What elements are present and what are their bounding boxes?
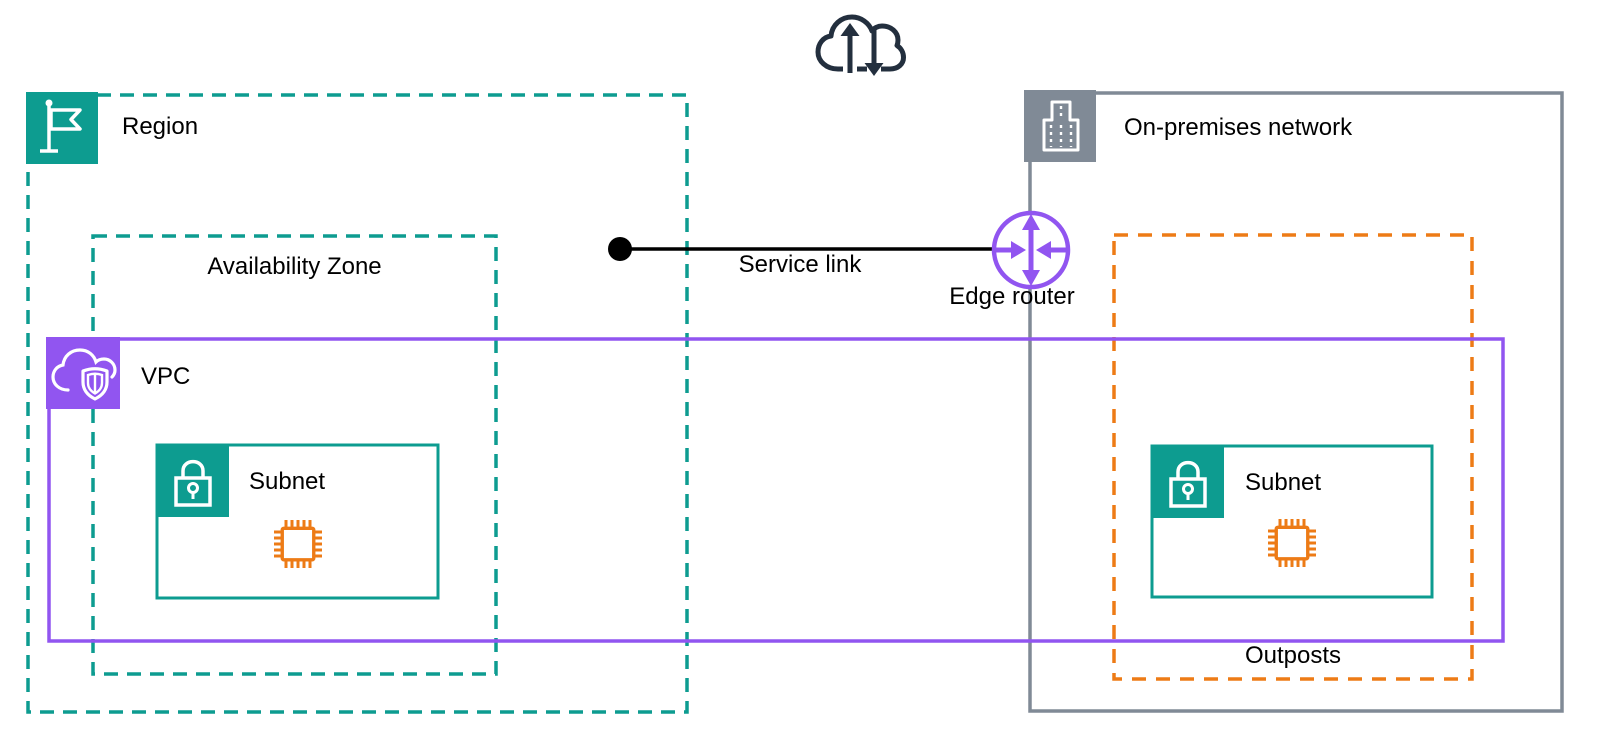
router-arrows-icon [991, 210, 1071, 290]
region-box [26, 93, 689, 714]
subnet-box-left [155, 443, 440, 600]
flag-icon [26, 92, 98, 164]
availability-zone-label: Availability Zone [207, 253, 382, 280]
service-link-label: Service link [738, 251, 862, 278]
region-label: Region [122, 113, 199, 140]
vpc-box [47, 337, 1505, 643]
cpu-chip-icon [274, 520, 322, 568]
outposts-label: Outposts [1244, 642, 1342, 669]
edge-router-label: Edge router [949, 283, 1075, 310]
availability-zone-box [91, 234, 498, 676]
on-premises-label: On-premises network [1124, 114, 1353, 141]
outposts-box [1112, 233, 1474, 681]
lock-icon [157, 445, 229, 517]
subnet-label-right: Subnet [1245, 469, 1322, 496]
building-icon [1024, 90, 1096, 162]
subnet-box-right [1150, 444, 1434, 599]
cpu-chip-icon [1268, 519, 1316, 567]
cloud-shield-icon [46, 337, 120, 409]
service-link-endpoint-dot [608, 237, 632, 261]
lock-icon [1152, 446, 1224, 518]
vpc-label: VPC [141, 363, 191, 390]
on-premises-box [1028, 91, 1564, 713]
cloud-up-down-arrows-icon [815, 14, 906, 76]
subnet-label-left: Subnet [249, 468, 326, 495]
